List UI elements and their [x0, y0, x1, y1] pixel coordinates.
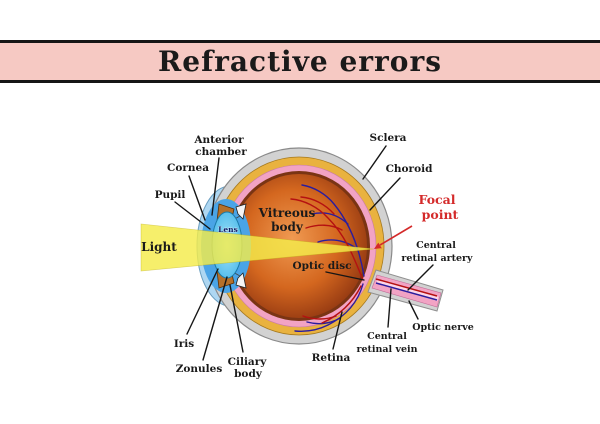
label-focal-point-1: Focal — [419, 192, 456, 207]
label-pupil: Pupil — [155, 189, 186, 201]
labels: Anterior chamber Cornea Pupil Light Lens… — [141, 132, 474, 380]
leader-optic-nerve — [408, 300, 419, 320]
label-lens: Lens — [218, 225, 238, 234]
retinal-vein-upper — [301, 184, 365, 277]
title-banner: Refractive errors — [0, 40, 600, 83]
label-light: Light — [141, 240, 177, 254]
label-optic-disc: Optic disc — [292, 260, 351, 272]
central-retinal-vein-vessel — [375, 282, 438, 301]
leader-cornea — [188, 175, 206, 221]
label-optic-nerve: Optic nerve — [412, 322, 474, 333]
leader-optic-disc — [325, 271, 365, 281]
label-focal-point-2: point — [422, 207, 459, 222]
leader-ciliary-body — [229, 284, 244, 353]
focal-arrow-head — [374, 242, 382, 249]
artery-branch — [300, 196, 335, 215]
label-central-retinal-vein-1: Central — [367, 331, 407, 342]
label-ciliary-body-1: Ciliary — [228, 356, 268, 368]
leader-central-retinal-vein — [387, 288, 392, 328]
retinal-artery-lower — [321, 285, 362, 324]
leader-central-retinal-artery — [407, 264, 434, 291]
page-title: Refractive errors — [158, 44, 442, 78]
label-sclera: Sclera — [370, 132, 407, 144]
eye-cross-section — [140, 147, 444, 345]
leader-sclera — [362, 145, 387, 180]
label-vitreous-body-1: Vitreous — [258, 206, 316, 220]
ciliary-body-upper-shape — [235, 203, 247, 220]
label-ciliary-body-2: body — [234, 368, 263, 380]
label-anterior-chamber-1: Anterior — [193, 134, 244, 146]
label-central-retinal-artery-1: Central — [416, 240, 456, 251]
central-retinal-artery-vessel — [375, 278, 438, 297]
vein-branch — [317, 239, 357, 249]
leader-zonules — [202, 276, 228, 361]
leader-retina — [332, 311, 343, 350]
leader-choroid — [369, 177, 401, 211]
artery-branch — [302, 315, 337, 320]
label-iris: Iris — [174, 338, 194, 350]
label-vitreous-body-2: body — [271, 220, 304, 234]
label-retina: Retina — [312, 352, 351, 364]
leader-lines — [174, 145, 434, 361]
retinal-artery-upper — [290, 198, 364, 281]
ciliary-body-lower-shape — [235, 272, 247, 289]
light-beam — [140, 223, 375, 272]
label-choroid: Choroid — [386, 163, 434, 175]
leader-anterior-chamber — [211, 157, 220, 216]
optic-nerve-shape — [367, 269, 444, 312]
retinal-vein-lower — [294, 283, 364, 332]
label-central-retinal-vein-2: retinal vein — [356, 344, 417, 355]
leader-pupil — [174, 201, 211, 230]
vein-branch — [311, 212, 349, 225]
label-anterior-chamber-2: chamber — [195, 146, 247, 158]
label-zonules: Zonules — [176, 363, 223, 375]
label-cornea: Cornea — [167, 162, 209, 174]
focal-arrow-line — [379, 225, 413, 246]
vein-branch — [306, 317, 341, 325]
retinal-vessels — [290, 184, 365, 332]
label-central-retinal-artery-2: retinal artery — [401, 253, 473, 264]
focal-point-pointer — [374, 225, 413, 249]
artery-branch — [305, 224, 343, 231]
leader-iris — [186, 268, 219, 335]
